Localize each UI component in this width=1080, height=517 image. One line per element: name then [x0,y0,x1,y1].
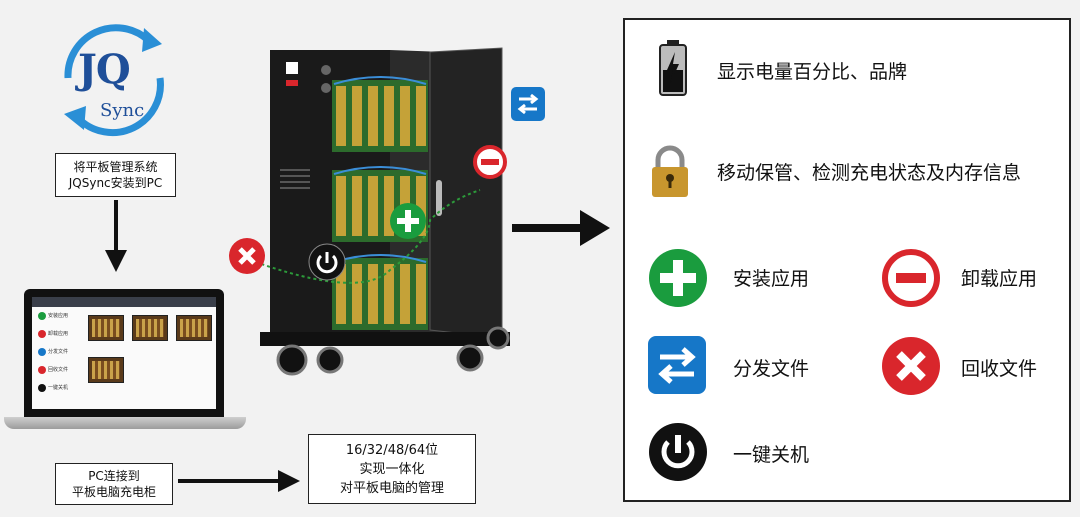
sidebar-item-shutdown: 一键关机 [38,383,76,393]
feature-recall-label: 回收文件 [961,358,1038,380]
feature-distribute-label: 分发文件 [733,358,810,380]
swap-arrows-icon [648,336,706,394]
minus-icon [473,145,507,179]
capacity-caption-line: 实现一体化 [359,462,425,477]
logo-subtext: Sync [100,100,145,121]
connect-caption: PC连接到 平板电脑充电柜 [55,463,173,505]
swap-arrows-icon [511,87,545,121]
feature-panel: 显示电量百分比、品牌 移动保管、检测充电状态及内存信息 安装应用 卸载应用 分发… [623,18,1071,502]
feature-battery-label: 显示电量百分比、品牌 [717,61,908,83]
logo-swirl-icon [64,24,164,137]
logo-text: JQ [78,46,131,93]
close-x-icon [229,238,265,274]
close-x-icon [882,337,940,395]
feature-uninstall-label: 卸载应用 [961,268,1038,290]
install-caption-line: JQSync安装到PC [68,176,163,190]
sidebar-item-install: 安装应用 [38,311,76,321]
laptop-app-window: 安装应用 卸载应用 分发文件 回收文件 一键关机 [32,297,216,409]
jqsync-logo: JQ Sync [48,18,178,138]
sidebar-item-uninstall: 卸载应用 [38,329,76,339]
install-caption: 将平板管理系统 JQSync安装到PC [55,153,176,197]
feature-lock-label: 移动保管、检测充电状态及内存信息 [717,162,1022,184]
sidebar-item-recall: 回收文件 [38,365,76,375]
down-arrow [105,200,127,272]
feature-shutdown-label: 一键关机 [733,444,810,466]
laptop-screen: 安装应用 卸载应用 分发文件 回收文件 一键关机 [24,289,224,417]
tablet-tile [132,315,168,341]
battery-icon [659,40,687,96]
right-arrow [512,210,610,246]
feature-install-label: 安装应用 [733,268,810,290]
capacity-caption-line: 16/32/48/64位 [345,443,439,458]
minus-icon [882,249,940,307]
tablet-tile [88,315,124,341]
padlock-icon [652,145,688,197]
tablet-tile [88,357,124,383]
sidebar-item-distribute: 分发文件 [38,347,76,357]
laptop-base [4,417,246,429]
plus-icon [649,249,707,307]
charging-cabinet [249,47,510,376]
right-arrow [178,470,300,492]
power-icon [308,243,346,281]
capacity-caption-line: 对平板电脑的管理 [339,481,444,496]
plus-icon [390,203,426,239]
install-caption-line: 将平板管理系统 [73,160,158,174]
capacity-caption: 16/32/48/64位 实现一体化 对平板电脑的管理 [308,434,476,504]
connect-caption-line: 平板电脑充电柜 [71,485,156,499]
app-titlebar [32,297,216,307]
power-icon [649,423,707,481]
connect-caption-line: PC连接到 [88,469,140,483]
tablet-tile [176,315,212,341]
